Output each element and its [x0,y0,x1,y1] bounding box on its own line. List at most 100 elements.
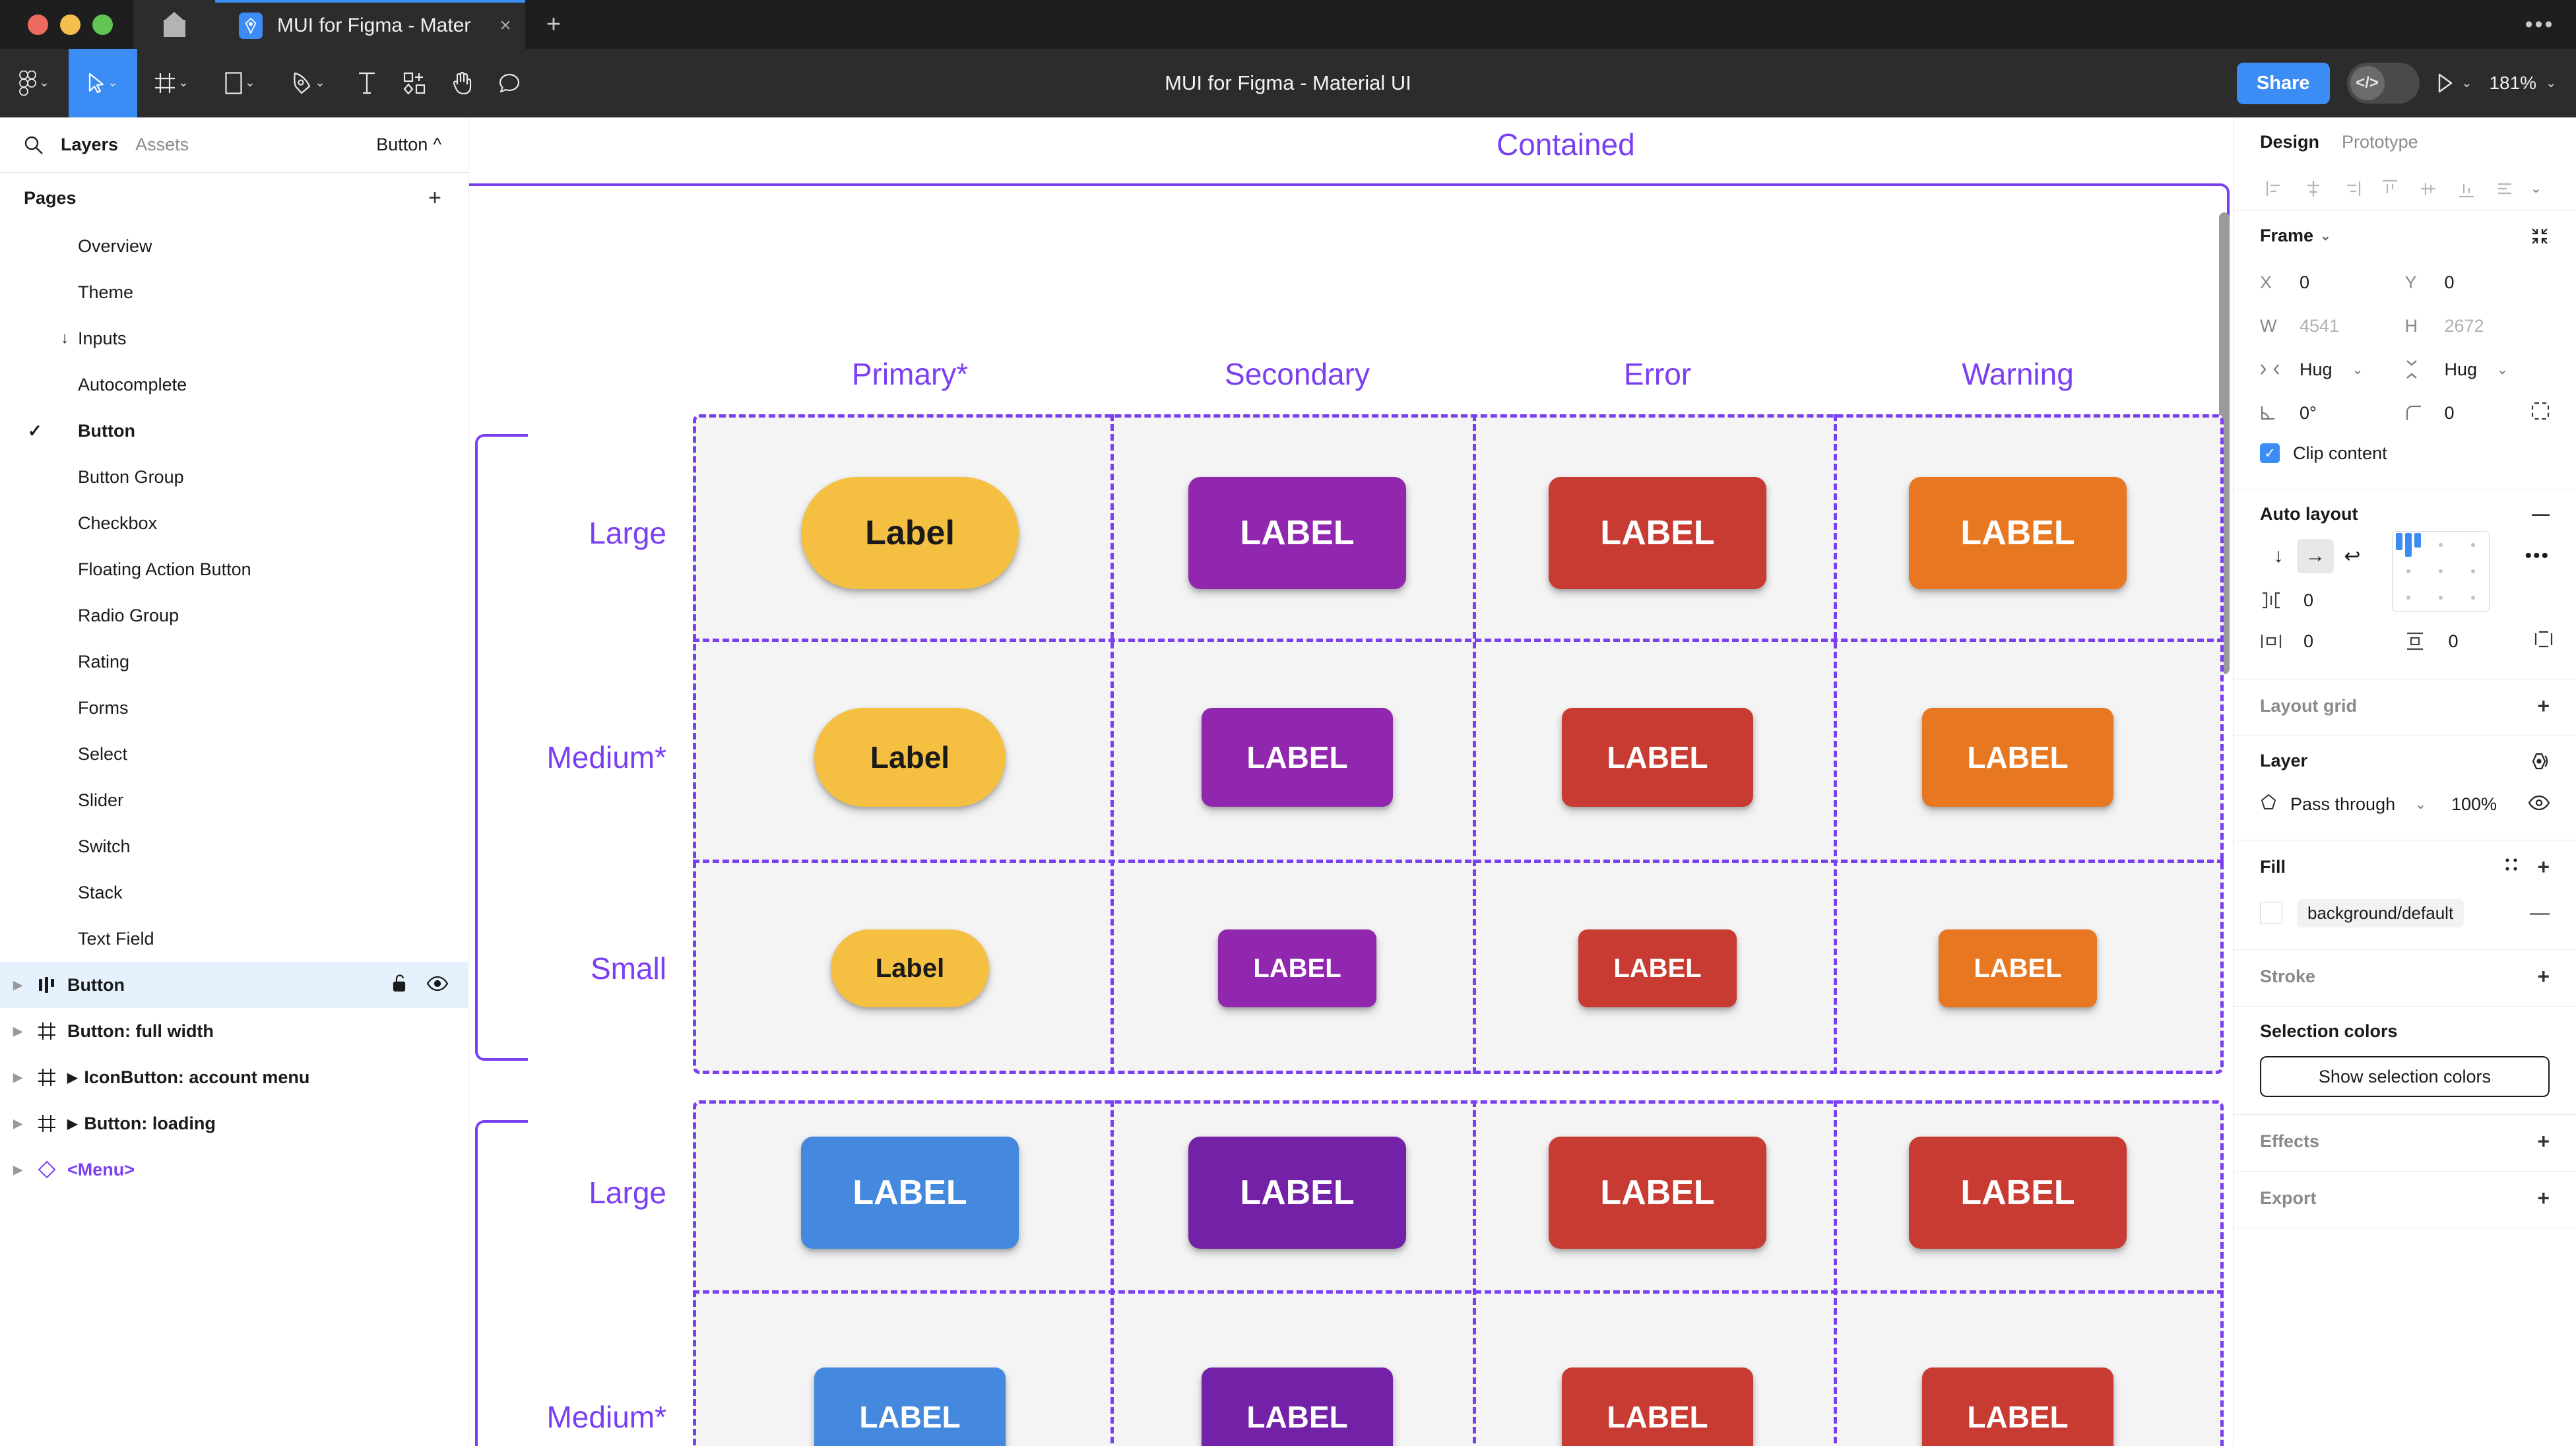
sidebar-page-item[interactable]: Radio Group [0,592,468,639]
sidebar-page-item[interactable]: Button Group [0,454,468,500]
hand-tool-button[interactable] [438,49,486,117]
add-fill-button[interactable]: + [2537,855,2550,879]
component-button[interactable]: LABEL [1202,708,1393,807]
horizontal-padding-field[interactable]: 0 [2260,631,2405,652]
expand-caret-icon[interactable]: ▶ [13,978,22,991]
component-button[interactable]: LABEL [801,1137,1019,1249]
rotation-field[interactable]: 0° [2260,391,2405,435]
text-tool-button[interactable] [343,49,391,117]
align-left-icon[interactable] [2256,170,2294,208]
align-top-icon[interactable] [2371,170,2409,208]
frame-tool-button[interactable]: ⌄ [137,49,206,117]
component-button[interactable]: LABEL [1549,477,1766,589]
add-stroke-button[interactable]: + [2537,964,2550,988]
component-button[interactable]: LABEL [1188,1137,1406,1249]
sidebar-page-item[interactable]: Overview [0,223,468,269]
sidebar-page-item[interactable]: Select [0,731,468,777]
maximize-window-button[interactable] [92,14,113,35]
component-button[interactable]: LABEL [814,1367,1006,1446]
auto-layout-more-button[interactable]: ••• [2525,545,2550,567]
frame-y-field[interactable]: Y 0 [2405,261,2550,304]
home-button[interactable] [133,0,215,49]
component-button[interactable]: LABEL [1562,708,1753,807]
component-button[interactable]: LABEL [1922,1367,2113,1446]
clip-content-checkbox[interactable]: ✓ [2260,443,2280,463]
layer-row[interactable]: ▶▶Button: loading [0,1100,468,1147]
close-tab-icon[interactable]: × [499,15,511,36]
layer-row[interactable]: ▶Button [0,962,468,1008]
dev-mode-toggle[interactable]: </> [2346,63,2420,104]
collapse-frame-icon[interactable] [2530,226,2550,246]
layer-visibility-icon[interactable] [2528,794,2550,815]
component-button[interactable]: LABEL [1939,929,2097,1007]
component-button[interactable]: Label [801,477,1019,589]
layer-row[interactable]: ▶<Menu> [0,1147,468,1193]
tab-prototype[interactable]: Prototype [2342,131,2418,152]
component-button[interactable]: LABEL [1549,1137,1766,1249]
resources-tool-button[interactable] [391,49,438,117]
frame-width-field[interactable]: W 4541 [2260,304,2405,348]
resize-width-select[interactable]: Hug ⌄ [2260,348,2405,391]
vertical-padding-field[interactable]: 0 [2405,630,2553,653]
layer-row[interactable]: ▶Button: full width [0,1008,468,1054]
direction-horizontal-button[interactable]: → [2297,539,2334,573]
pen-tool-button[interactable]: ⌄ [274,49,343,117]
visibility-icon[interactable] [426,975,449,995]
expand-caret-icon[interactable]: ▶ [13,1116,22,1130]
layer-settings-icon[interactable] [2528,753,2550,770]
corner-radius-field[interactable]: 0 [2405,391,2550,435]
window-menu-button[interactable]: ••• [2525,11,2555,37]
sidebar-page-item[interactable]: Forms [0,685,468,731]
alignment-grid-picker[interactable] [2392,531,2490,612]
move-tool-button[interactable]: ⌄ [69,48,137,117]
sidebar-page-item[interactable]: Stack [0,869,468,916]
add-effect-button[interactable]: + [2537,1129,2550,1153]
sidebar-page-item[interactable]: ✓Button [0,408,468,454]
distribute-icon[interactable] [2486,170,2524,208]
tab-assets[interactable]: Assets [135,135,189,154]
expand-caret-icon[interactable]: ▶ [13,1162,22,1176]
zoom-level-control[interactable]: 181% ⌄ [2489,73,2556,94]
browser-tab-active[interactable]: MUI for Figma - Material UI × [215,0,525,49]
chevron-down-icon[interactable]: ⌄ [2530,181,2542,196]
align-bottom-icon[interactable] [2447,170,2486,208]
new-tab-button[interactable]: + [546,10,562,38]
direction-vertical-button[interactable]: ↓ [2273,545,2284,567]
close-window-button[interactable] [28,14,48,35]
resize-height-select[interactable]: Hug ⌄ [2405,348,2550,391]
component-button[interactable]: LABEL [1202,1367,1393,1446]
expand-caret-icon[interactable]: ▶ [13,1024,22,1038]
tab-design[interactable]: Design [2260,131,2320,152]
remove-auto-layout-button[interactable]: — [2532,504,2550,524]
component-button[interactable]: LABEL [1922,708,2113,807]
component-button[interactable]: Label [814,708,1006,807]
gap-field[interactable]: 0 [2260,590,2405,611]
align-horizontal-center-icon[interactable] [2294,170,2333,208]
fill-styles-icon[interactable] [2503,856,2520,878]
align-vertical-center-icon[interactable] [2409,170,2447,208]
sidebar-page-item[interactable]: Checkbox [0,500,468,546]
component-button[interactable]: LABEL [1562,1367,1753,1446]
add-export-button[interactable]: + [2537,1186,2550,1210]
independent-corners-icon[interactable] [2531,402,2550,425]
direction-wrap-button[interactable]: ↩ [2344,545,2361,567]
shape-tool-button[interactable]: ⌄ [206,49,274,117]
component-button[interactable]: LABEL [1909,477,2127,589]
fill-color-swatch[interactable] [2260,902,2282,924]
sidebar-page-item[interactable]: Autocomplete [0,362,468,408]
minimize-window-button[interactable] [60,14,80,35]
blend-mode-row[interactable]: Pass through ⌄ 100% [2260,786,2550,823]
sidebar-page-item[interactable]: Theme [0,269,468,315]
add-page-button[interactable]: + [428,185,441,210]
search-icon[interactable] [24,135,44,155]
frame-height-field[interactable]: H 2672 [2405,304,2550,348]
present-button[interactable]: ⌄ [2437,73,2472,93]
share-button[interactable]: Share [2236,62,2330,104]
frame-x-field[interactable]: X 0 [2260,261,2405,304]
sidebar-page-item[interactable]: ↓Inputs [0,315,468,362]
remove-fill-button[interactable]: — [2530,902,2550,924]
add-layout-grid-button[interactable]: + [2537,694,2550,718]
show-selection-colors-button[interactable]: Show selection colors [2260,1056,2550,1097]
fill-style-name[interactable]: background/default [2297,898,2464,927]
chevron-down-icon[interactable]: ⌄ [2320,229,2331,243]
